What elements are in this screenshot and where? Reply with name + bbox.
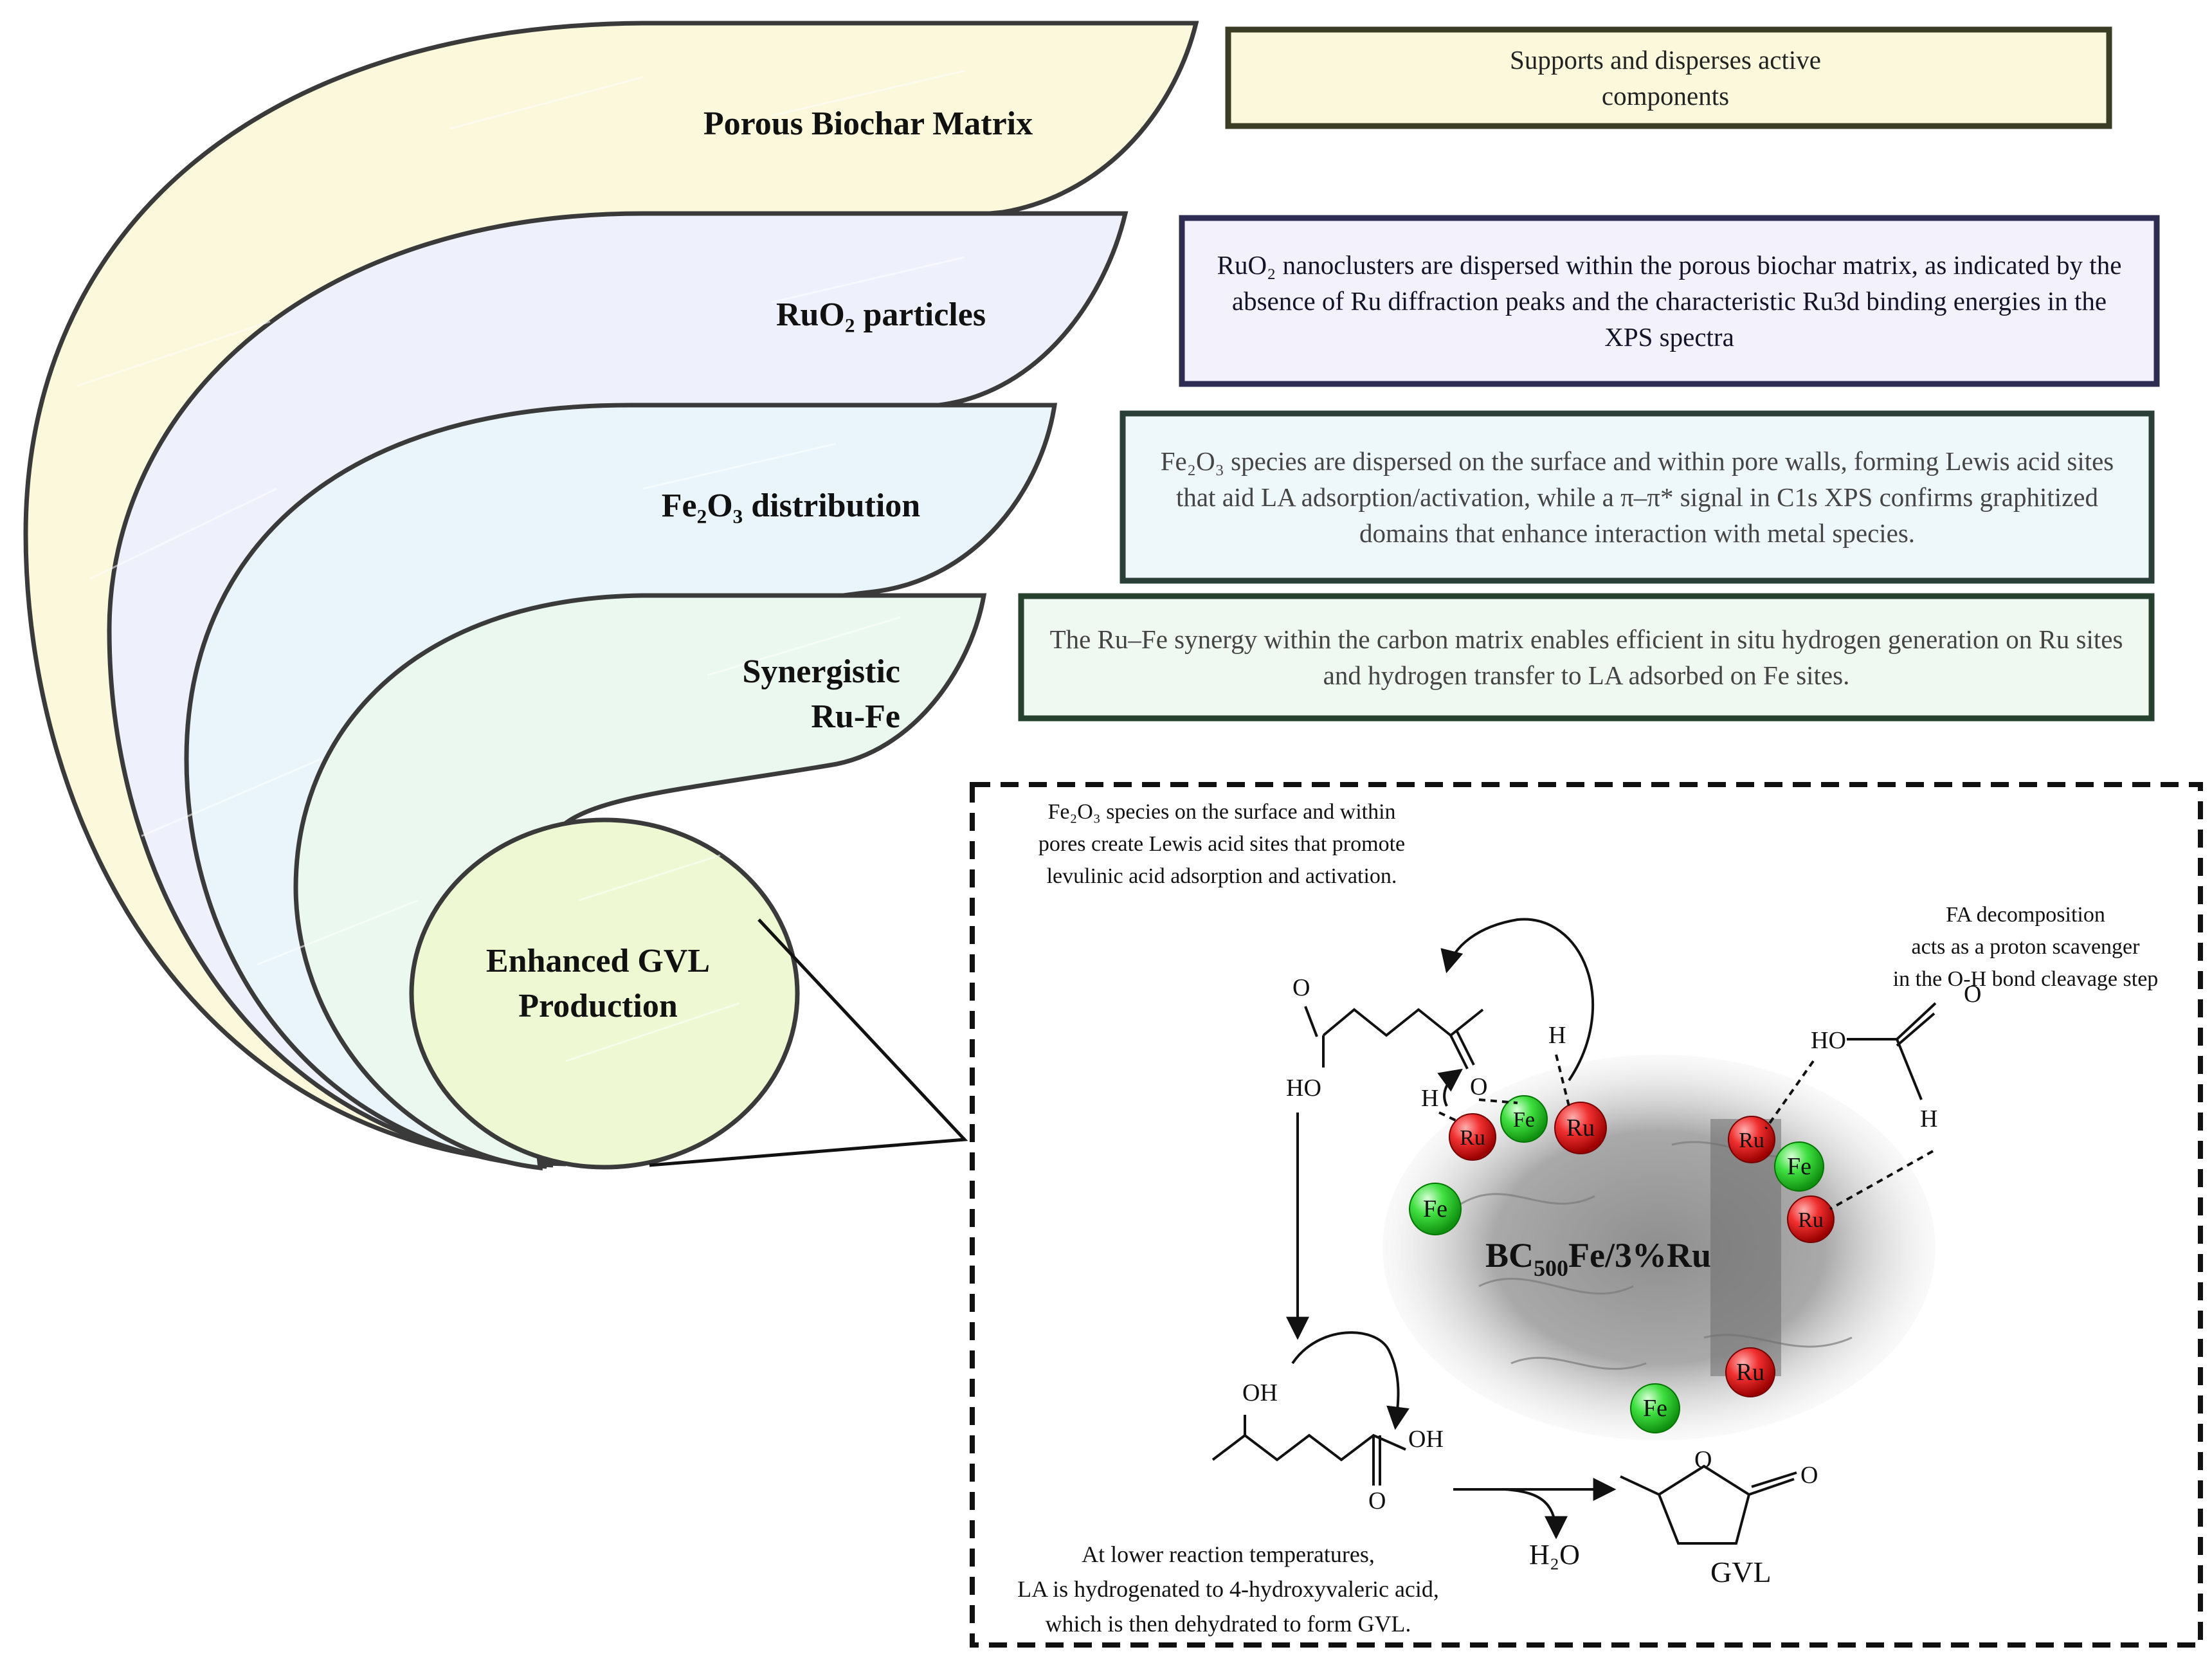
gvl-label: GVL — [1710, 1556, 1772, 1588]
svg-text:H: H — [1920, 1105, 1937, 1132]
layer-label-gvl: Enhanced GVL Production — [444, 939, 752, 1029]
layer-gvl-circle — [409, 817, 800, 1170]
catalyst-label-rest: Fe/3%Ru — [1568, 1236, 1711, 1275]
levulinic-acid-labels: O HO O H H — [1286, 974, 1566, 1112]
layer-shapes — [23, 21, 1199, 1170]
svg-text:Ru: Ru — [1460, 1126, 1485, 1150]
levulinic-acid-structure — [1304, 1006, 1484, 1069]
formic-acid-labels: HO O H — [1811, 981, 1981, 1132]
svg-text:Ru: Ru — [1798, 1208, 1824, 1232]
svg-text:OH: OH — [1242, 1379, 1278, 1406]
interaction-dashes — [1438, 1054, 1934, 1210]
fe-site: Fe — [1630, 1383, 1680, 1433]
gvl-labels: O O H₂O GVL — [1529, 1446, 1818, 1588]
formic-acid-structure — [1847, 1002, 1937, 1100]
catalyst-label-sub: 500 — [1534, 1255, 1568, 1281]
svg-text:HO: HO — [1811, 1027, 1846, 1054]
hydroxyvaleric-acid-labels: OH OH O — [1242, 1379, 1444, 1514]
gvl-structure — [1620, 1464, 1797, 1545]
layer-label-gvl-line1: Enhanced GVL — [485, 943, 711, 979]
catalyst-label-main: BC — [1485, 1236, 1534, 1275]
box-ruo2 — [1179, 215, 2160, 387]
svg-text:H: H — [1548, 1022, 1566, 1049]
layer-label-synergy-line1: Synergistic — [742, 653, 900, 690]
callout-lines — [649, 918, 968, 1167]
ru-site: Ru — [1449, 1113, 1496, 1161]
svg-text:Fe: Fe — [1423, 1195, 1447, 1222]
svg-text:Fe: Fe — [1787, 1153, 1811, 1180]
layer-label-synergy: Synergistic Ru-Fe — [643, 650, 900, 740]
mechanism-arrows — [1286, 918, 1617, 1540]
metal-sites: Ru Fe Ru Fe Ru Fe Ru Ru Fe — [1409, 1095, 1835, 1433]
svg-text:Fe: Fe — [1513, 1108, 1535, 1132]
box-synergy — [1018, 593, 2155, 722]
mechanism-box — [970, 782, 2203, 1648]
note-fa-decomposition: FA decomposition acts as a proton scaven… — [1892, 903, 2159, 991]
box-porous-biochar — [1225, 26, 2112, 129]
layer-label-porous-biochar: Porous Biochar Matrix — [703, 105, 1033, 142]
fe-site: Fe — [1774, 1141, 1824, 1192]
box-fe2o3-text: Fe₂O₃ species are dispersed on the surfa… — [1160, 446, 2114, 548]
svg-text:O: O — [1470, 1073, 1487, 1100]
svg-text:O: O — [1292, 974, 1310, 1001]
fe-site: Fe — [1500, 1095, 1548, 1143]
note-lower-temperature: At lower reaction temperatures, LA is hy… — [1017, 1541, 1439, 1637]
svg-text:Fe: Fe — [1643, 1395, 1667, 1422]
ru-site: Ru — [1725, 1347, 1775, 1397]
svg-text:OH: OH — [1408, 1426, 1444, 1453]
box-ruo2-text: RuO₂ nanoclusters are dispersed within t… — [1217, 250, 2122, 352]
fe-site: Fe — [1409, 1183, 1462, 1235]
svg-text:H: H — [1421, 1085, 1438, 1112]
svg-text:O: O — [1800, 1462, 1818, 1489]
svg-text:O: O — [1694, 1446, 1712, 1473]
note-lewis-acid: Fe₂O₃ species on the surface and within … — [1038, 800, 1406, 888]
ru-site: Ru — [1787, 1195, 1835, 1243]
layer-label-synergy-line2: Ru-Fe — [811, 698, 900, 735]
catalyst-label: BC500Fe/3%Ru — [1485, 1236, 1711, 1281]
svg-text:Ru: Ru — [1736, 1359, 1764, 1386]
svg-text:HO: HO — [1286, 1075, 1321, 1102]
layer-label-ruo2: RuO₂ particles — [775, 296, 986, 333]
layer-label-gvl-line2: Production — [518, 988, 678, 1024]
box-synergy-text: The Ru–Fe synergy within the carbon matr… — [1049, 624, 2123, 690]
svg-text:Ru: Ru — [1566, 1114, 1595, 1141]
hydroxyvaleric-acid-structure — [1211, 1415, 1406, 1486]
ru-site: Ru — [1554, 1102, 1607, 1154]
ru-site: Ru — [1728, 1116, 1775, 1163]
layer-label-fe2o3: Fe₂O₃ distribution — [661, 487, 921, 524]
svg-text:Ru: Ru — [1739, 1129, 1764, 1152]
layer-hatching — [77, 69, 965, 1062]
box-fe2o3 — [1120, 410, 2155, 584]
svg-text:O: O — [1368, 1487, 1386, 1514]
water-label: H₂O — [1529, 1539, 1580, 1570]
box-porous-biochar-text: Supports and disperses active components — [1510, 45, 1821, 111]
svg-text:O: O — [1964, 981, 1981, 1008]
